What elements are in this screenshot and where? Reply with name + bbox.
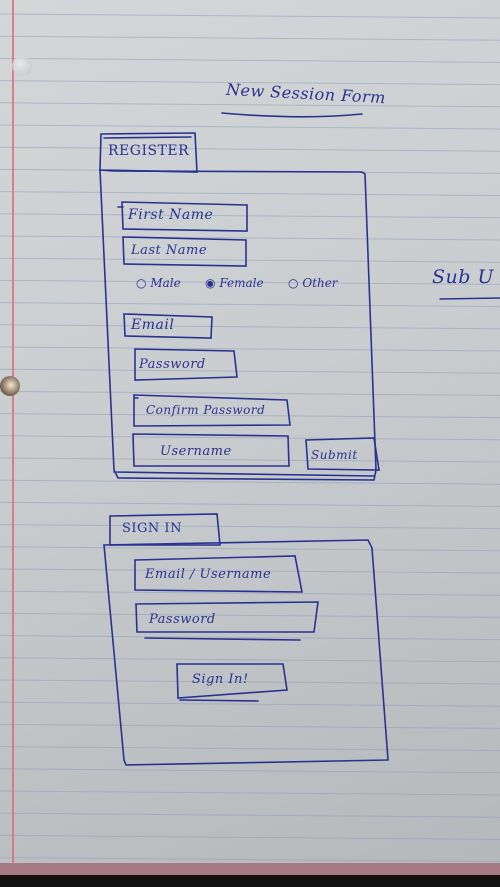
password-box [134, 348, 238, 381]
rule-line [0, 679, 500, 685]
rule-line [0, 57, 500, 63]
rule-line [0, 191, 500, 197]
paper-edge-strip [0, 863, 500, 875]
signin-panel-frame [103, 539, 389, 766]
email-field[interactable]: Email [131, 317, 175, 333]
rule-line [0, 35, 500, 41]
rule-line [0, 790, 500, 796]
rule-line [0, 346, 500, 352]
binder-hole-middle [0, 376, 20, 396]
rule-line [0, 368, 500, 374]
radio-empty-icon: ○ [136, 276, 147, 290]
rule-line [0, 390, 500, 396]
side-note: Sub U [432, 266, 494, 288]
rule-line [0, 590, 500, 596]
gender-label-female: Female [219, 276, 264, 290]
first-name-field[interactable]: First Name [128, 207, 214, 223]
rule-line [0, 80, 500, 86]
submit-box [305, 437, 380, 471]
binder-hole-top [12, 56, 32, 76]
rule-line [0, 524, 500, 530]
rule-line [0, 857, 500, 863]
signin-button[interactable]: Sign In! [192, 672, 249, 687]
rule-line [0, 501, 500, 507]
last-name-box [122, 236, 247, 267]
rule-line [0, 746, 500, 752]
rule-line [0, 701, 500, 707]
rule-line [0, 723, 500, 729]
gender-radio-male[interactable]: ○ Male [136, 276, 181, 290]
rule-line [0, 302, 500, 308]
radio-filled-icon: ◉ [205, 276, 216, 290]
confirm-password-field[interactable]: Confirm Password [146, 403, 266, 417]
gender-radio-other[interactable]: ○ Other [288, 276, 338, 290]
rule-line [0, 257, 500, 263]
gender-label-other: Other [302, 276, 338, 290]
rule-line [0, 324, 500, 330]
rule-line [0, 546, 500, 552]
rule-line [0, 457, 500, 463]
last-name-field[interactable]: Last Name [131, 243, 208, 258]
signin-tab-label: SIGN IN [122, 521, 182, 536]
first-name-box [117, 201, 248, 232]
rule-line [0, 768, 500, 774]
rule-line [0, 568, 500, 574]
rule-line [0, 812, 500, 818]
username-field[interactable]: Username [160, 444, 232, 459]
signin-password-box [135, 601, 319, 641]
signin-password-field[interactable]: Password [149, 612, 216, 627]
rule-line [0, 479, 500, 485]
rule-line [0, 235, 500, 241]
gender-label-male: Male [150, 276, 181, 290]
rule-line [0, 146, 500, 152]
rule-line [0, 279, 500, 285]
rule-line [0, 213, 500, 219]
rule-line [0, 102, 500, 108]
register-tab-label: REGISTER [108, 143, 190, 159]
side-note-underline [439, 297, 500, 300]
rule-line [0, 435, 500, 441]
radio-empty-icon: ○ [288, 276, 299, 290]
gender-radio-female[interactable]: ◉ Female [205, 276, 264, 290]
password-field[interactable]: Password [139, 357, 206, 372]
rule-line [0, 413, 500, 419]
email-username-box [134, 555, 303, 593]
title-underline [221, 112, 363, 118]
rule-line [0, 834, 500, 840]
email-username-field[interactable]: Email / Username [145, 567, 272, 582]
username-box [132, 433, 290, 467]
margin-line [12, 0, 14, 875]
rule-line [0, 612, 500, 618]
rule-line [0, 657, 500, 663]
rule-line [0, 124, 500, 130]
signin-tab-frame [109, 513, 221, 546]
rule-line [0, 635, 500, 641]
confirm-password-box [133, 394, 291, 427]
submit-button[interactable]: Submit [311, 448, 358, 462]
email-box [123, 313, 213, 339]
signin-button-box [176, 663, 288, 702]
rule-line [0, 13, 500, 19]
gender-radio-group: ○ Male ◉ Female ○ Other [136, 276, 366, 296]
